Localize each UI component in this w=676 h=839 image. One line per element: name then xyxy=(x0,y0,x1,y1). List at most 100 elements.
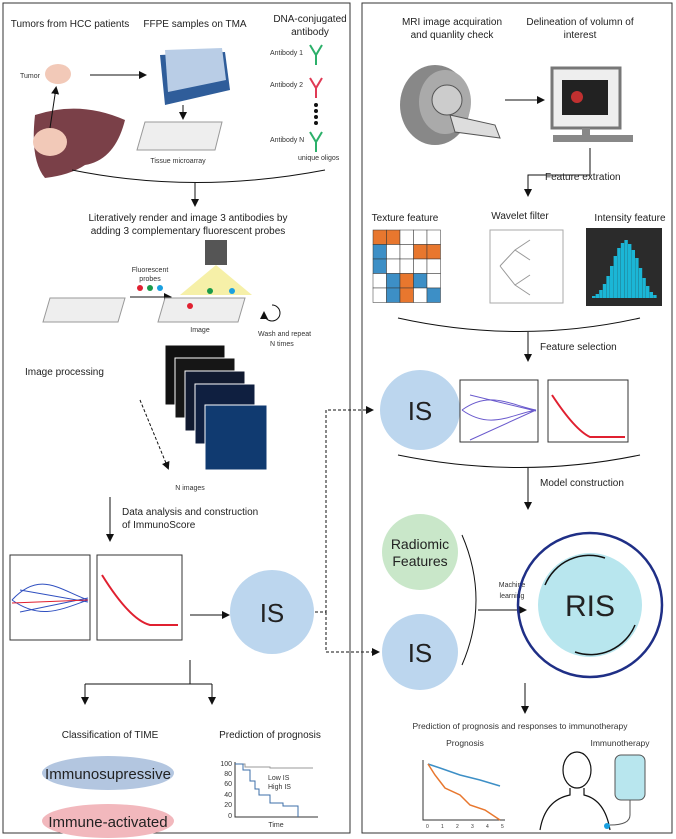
machine-learning-1: Machine xyxy=(499,582,526,589)
image-label: Image xyxy=(190,327,210,334)
is-circle-right xyxy=(380,370,460,450)
texture-cell xyxy=(426,258,441,274)
left-panel xyxy=(2,2,351,834)
svg-text:0: 0 xyxy=(426,824,429,830)
legend-high-is: High IS xyxy=(268,784,291,791)
low-risk-curve xyxy=(427,763,501,787)
right-panel xyxy=(361,2,673,834)
image-processing-label: Image processing xyxy=(25,367,104,378)
repeat-icon xyxy=(260,304,281,322)
is-label-model: IS xyxy=(408,638,433,668)
histogram-bar xyxy=(617,248,621,298)
texture-cell xyxy=(399,244,414,260)
microscope-icon xyxy=(205,240,227,265)
svg-text:3: 3 xyxy=(471,824,474,830)
svg-text:2: 2 xyxy=(456,824,459,830)
radiomic-circle xyxy=(382,514,458,590)
texture-cell xyxy=(386,229,401,245)
iv-bag-icon xyxy=(604,754,646,829)
oligos-label: unique oligos xyxy=(298,155,340,162)
histogram-bar xyxy=(599,290,603,298)
ris-ring xyxy=(516,531,664,679)
delineation-title-1: Delineation of volumn of xyxy=(526,17,634,28)
immunosuppressive-ellipse xyxy=(42,756,174,790)
immune-activated-label: Immune-activated xyxy=(48,814,167,831)
texture-cell xyxy=(386,287,401,303)
probe-plate-1 xyxy=(42,297,126,323)
wavelet-filter-label: Wavelet filter xyxy=(491,211,549,222)
texture-cell xyxy=(399,287,414,303)
cycle-arrow-icon xyxy=(544,554,606,586)
wash-label-1: Wash and repeat xyxy=(258,331,311,338)
tumor-label: Tumor xyxy=(20,73,41,80)
title-ffpe: FFPE samples on TMA xyxy=(143,19,247,30)
texture-cell xyxy=(386,244,401,260)
texture-cell xyxy=(413,273,428,289)
histogram-bar xyxy=(628,244,632,298)
immunosuppressive-label: Immunosupressive xyxy=(45,766,171,783)
histogram-bar xyxy=(631,250,635,298)
texture-cell xyxy=(399,273,414,289)
texture-cell xyxy=(386,258,401,274)
texture-cell xyxy=(399,229,414,245)
feature-selection-label: Feature selection xyxy=(540,342,617,353)
title-dna-2: antibody xyxy=(291,27,329,38)
svg-text:80: 80 xyxy=(224,771,232,778)
texture-cell xyxy=(372,244,387,260)
wavelet-tree-icon xyxy=(489,229,564,304)
texture-cell xyxy=(426,244,441,260)
intensity-feature-label: Intensity feature xyxy=(594,213,666,224)
liver-icon xyxy=(33,108,125,178)
svg-text:40: 40 xyxy=(224,792,232,799)
n-images-label: N images xyxy=(175,485,205,492)
is-label-left: IS xyxy=(260,598,285,628)
svg-text:20: 20 xyxy=(224,802,232,809)
tissue-microarray-icon xyxy=(136,121,223,151)
liver-tumor-icon xyxy=(33,128,67,156)
antibody-1-icon xyxy=(309,44,323,65)
image-stack-icon xyxy=(164,344,268,471)
patient-icon xyxy=(539,751,611,831)
machine-learning-2: learning xyxy=(500,593,525,600)
low-is-curve xyxy=(235,763,313,769)
svg-text:4: 4 xyxy=(486,824,489,830)
texture-cell xyxy=(372,287,387,303)
texture-cell xyxy=(413,244,428,260)
km-plot-left: 100 80 60 40 20 0 Low IS High IS Time xyxy=(220,761,318,829)
is-circle-model xyxy=(382,614,458,690)
antibody-2-label: Antibody 2 xyxy=(270,82,303,89)
histogram-bar xyxy=(620,243,625,298)
histogram-bar xyxy=(646,286,650,298)
render-text-2: adding 3 complementary fluorescent probe… xyxy=(91,226,286,237)
wash-label-2: N times xyxy=(270,341,294,348)
texture-cell xyxy=(372,273,387,289)
histogram-bar xyxy=(613,256,617,298)
lasso-plot-right xyxy=(459,379,539,443)
km-plot-right: 0 1 2 3 4 5 xyxy=(422,760,505,830)
antibody-1-label: Antibody 1 xyxy=(270,50,303,57)
mri-title-2: and quanlity check xyxy=(411,30,495,41)
texture-feature-label: Texture feature xyxy=(372,213,439,224)
mri-title-1: MRI image acquiration xyxy=(402,17,502,28)
km-xlabel: Time xyxy=(268,822,283,829)
data-analysis-2: of ImmunoScore xyxy=(122,520,196,531)
texture-cell xyxy=(372,258,387,274)
prognosis-title: Prediction of prognosis xyxy=(219,730,321,741)
probes-label-2: probes xyxy=(139,276,161,283)
svg-text:1: 1 xyxy=(441,824,444,830)
prediction-title: Prediction of prognosis and responses to… xyxy=(413,721,629,731)
mri-scanner-icon xyxy=(400,65,501,145)
histogram-bar xyxy=(642,278,646,298)
tumor-icon xyxy=(45,64,71,84)
is-circle-left xyxy=(230,570,314,654)
monitor-icon xyxy=(550,66,633,142)
ris-circle xyxy=(538,553,642,657)
texture-grid-icon xyxy=(372,229,441,303)
texture-cell xyxy=(426,273,441,289)
prognosis-label: Prognosis xyxy=(446,738,484,748)
texture-cell xyxy=(399,258,414,274)
texture-cell xyxy=(413,229,428,245)
svg-text:0: 0 xyxy=(228,813,232,820)
texture-cell xyxy=(413,287,428,303)
ris-label: RIS xyxy=(565,590,615,623)
